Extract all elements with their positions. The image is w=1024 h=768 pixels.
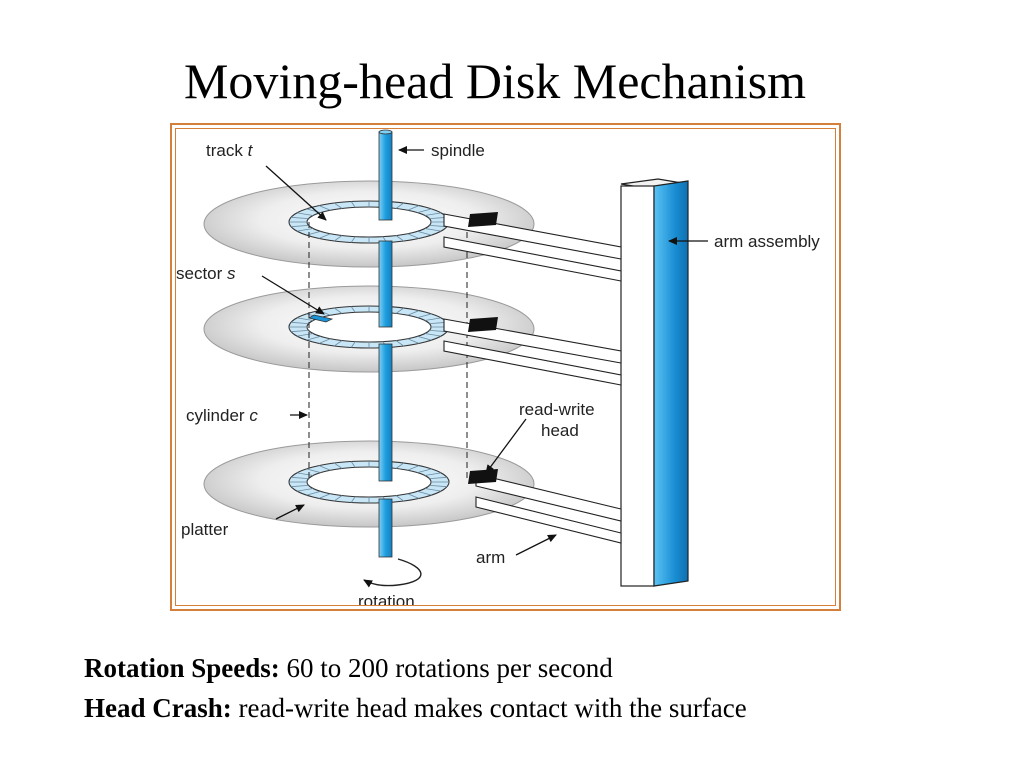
disk-diagram-frame: track t spindle sector s arm assembly cy…	[170, 123, 841, 611]
rotation-arrow	[363, 558, 422, 588]
note-rotation-speeds: Rotation Speeds: 60 to 200 rotations per…	[84, 653, 613, 683]
label-cylinder: cylinder c	[186, 406, 258, 425]
sector-tick	[395, 307, 404, 314]
platter-bottom	[203, 440, 535, 528]
sector-tick	[334, 462, 343, 469]
sector-tick	[417, 468, 432, 474]
sector-tick	[395, 235, 404, 242]
sector-tick	[429, 484, 448, 488]
sector-tick	[318, 493, 331, 499]
highlighted-sector-s	[307, 314, 334, 323]
sector-tick	[290, 484, 309, 488]
label-read-write-line1: read-write	[519, 400, 595, 419]
sector-tick	[334, 307, 343, 314]
label-track: track t	[206, 141, 254, 160]
track-sector-ticks	[289, 461, 449, 503]
sector-tick	[296, 488, 314, 492]
sector-tick	[296, 317, 314, 321]
notes: Rotation Speeds: 60 to 200 rotations per…	[84, 648, 984, 728]
slide-title: Moving-head Disk Mechanism	[183, 53, 807, 109]
sector-tick	[407, 233, 420, 239]
sector-tick	[296, 472, 314, 476]
sector-tick	[318, 233, 331, 239]
sector-tick	[306, 335, 321, 341]
sector-tick	[296, 333, 314, 337]
sector-tick	[395, 495, 404, 502]
sector-tick	[290, 224, 309, 228]
spindle	[378, 129, 393, 558]
sector-tick	[407, 205, 420, 211]
label-arm: arm	[476, 548, 505, 567]
disk-mechanism-diagram: track t spindle sector s arm assembly cy…	[176, 129, 820, 606]
sector-tick	[395, 202, 404, 209]
sector-tick	[350, 496, 356, 503]
label-platter: platter	[181, 520, 229, 539]
arm-assembly-column	[620, 178, 689, 587]
sector-tick	[417, 490, 432, 496]
sector-tick	[350, 236, 356, 243]
sector-tick	[334, 202, 343, 209]
label-arm-assembly: arm assembly	[714, 232, 820, 251]
sector-tick	[350, 461, 356, 468]
read-write-heads	[468, 212, 498, 484]
sector-tick	[424, 212, 442, 216]
sector-tick	[424, 333, 442, 337]
sector-tick	[290, 476, 309, 480]
note-head-crash: Head Crash: read-write head makes contac…	[84, 693, 747, 723]
sector-tick	[417, 230, 432, 236]
sector-tick	[334, 235, 343, 242]
sector-tick	[424, 488, 442, 492]
sector-tick	[424, 228, 442, 232]
sector-tick	[290, 216, 309, 220]
sector-tick	[407, 493, 420, 499]
label-read-write-line2: head	[541, 421, 579, 440]
sector-tick	[318, 338, 331, 344]
sector-tick	[395, 340, 404, 347]
sector-tick	[350, 201, 356, 208]
sector-tick	[306, 468, 321, 474]
sector-tick	[290, 321, 309, 325]
label-spindle: spindle	[431, 141, 485, 160]
sector-tick	[417, 208, 432, 214]
leader-arrows	[261, 146, 708, 556]
sector-tick	[407, 338, 420, 344]
sector-tick	[350, 341, 356, 348]
sector-tick	[350, 306, 356, 313]
sector-tick	[334, 340, 343, 347]
label-rotation: rotation	[358, 592, 415, 606]
sector-tick	[296, 212, 314, 216]
sector-tick	[424, 317, 442, 321]
label-sector: sector s	[176, 264, 236, 283]
sector-tick	[306, 490, 321, 496]
sector-tick	[318, 205, 331, 211]
disk-diagram-inner-border: track t spindle sector s arm assembly cy…	[175, 128, 836, 606]
sector-tick	[296, 228, 314, 232]
sector-tick	[407, 465, 420, 471]
sector-tick	[290, 329, 309, 333]
sector-tick	[417, 335, 432, 341]
sector-tick	[334, 495, 343, 502]
sector-tick	[318, 465, 331, 471]
sector-tick	[417, 313, 432, 319]
sector-tick	[424, 472, 442, 476]
sector-tick	[407, 310, 420, 316]
sector-tick	[395, 462, 404, 469]
sector-tick	[429, 476, 448, 480]
